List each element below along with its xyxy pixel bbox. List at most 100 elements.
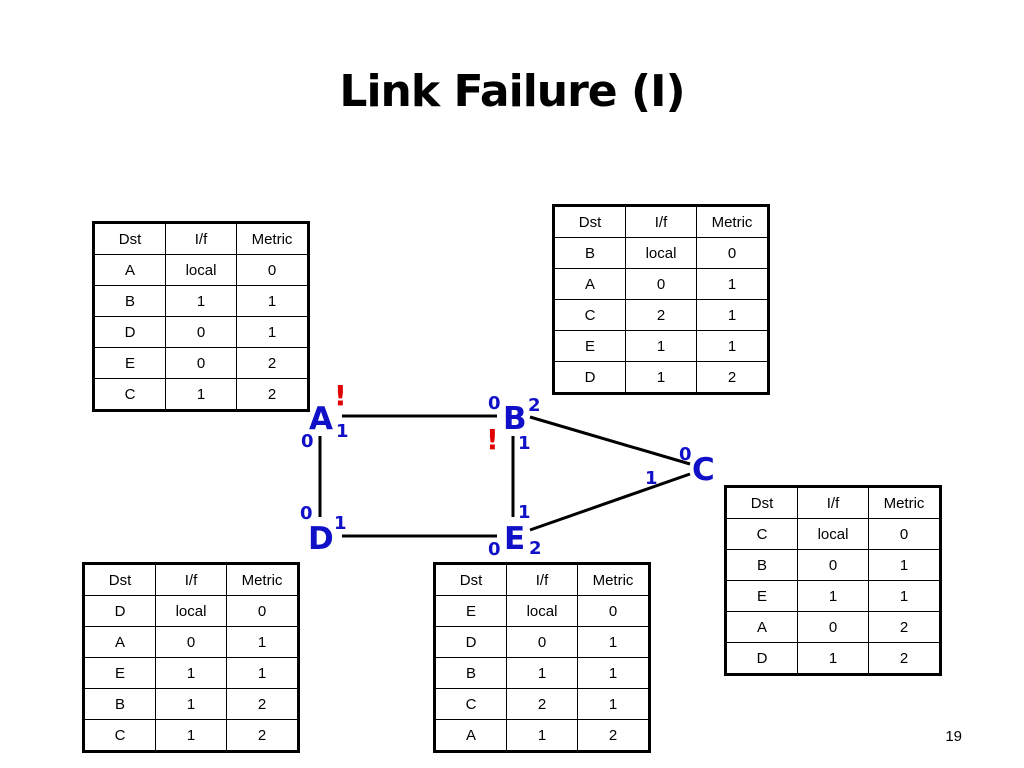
iface-c-0: 0 (679, 444, 692, 465)
table-c-row-cell: 1 (797, 580, 869, 612)
table-a-row-cell: local (165, 254, 237, 286)
table-a-row-cell: 2 (236, 378, 309, 411)
table-a-row-cell: B (93, 285, 166, 317)
table-e-row-cell: 2 (506, 688, 578, 720)
table-a-row-cell: 0 (236, 254, 309, 286)
table-a-row-cell: 1 (236, 316, 309, 348)
table-c-row-cell: 1 (797, 642, 869, 675)
table-a-header-cell: Metric (236, 222, 309, 255)
failure-mark-a: ! (334, 379, 347, 412)
iface-b-1: 1 (518, 433, 531, 454)
table-a-row-cell: 2 (236, 347, 309, 379)
table-b-row-cell: 1 (696, 330, 769, 362)
table-b-header-cell: I/f (625, 205, 697, 238)
table-b-row-cell: 0 (696, 237, 769, 269)
table-b-header-cell: Metric (696, 205, 769, 238)
table-c-row-cell: 1 (868, 549, 941, 581)
node-c: C (692, 452, 715, 488)
table-c-row-cell: 1 (868, 580, 941, 612)
table-a-row-cell: 1 (165, 285, 237, 317)
iface-e-2: 2 (529, 538, 542, 559)
iface-e-1: 1 (518, 502, 531, 523)
table-d-header-cell: Metric (226, 563, 299, 596)
table-d-row-cell: 0 (155, 626, 227, 658)
table-b-header-cell: Dst (553, 205, 626, 238)
table-a-row-cell: 1 (165, 378, 237, 411)
node-d: D (308, 521, 334, 557)
table-d-row-cell: C (83, 719, 156, 752)
iface-d-1: 1 (334, 513, 347, 534)
table-e-row-cell: 1 (506, 719, 578, 752)
table-d-row-cell: 1 (226, 657, 299, 689)
table-d-header-cell: I/f (155, 563, 227, 596)
table-a-row-cell: 0 (165, 316, 237, 348)
table-c-row-cell: local (797, 518, 869, 550)
table-d-row-cell: 1 (155, 657, 227, 689)
table-c-row-cell: 0 (797, 611, 869, 643)
table-a-row-cell: C (93, 378, 166, 411)
iface-a-1: 1 (336, 421, 349, 442)
table-e-row-cell: 1 (577, 626, 650, 658)
table-b-row-cell: 2 (696, 361, 769, 394)
table-c-header-cell: Metric (868, 486, 941, 519)
node-a: A (309, 401, 333, 437)
table-c-row-cell: E (725, 580, 798, 612)
table-c-row-cell: 0 (868, 518, 941, 550)
table-d-row-cell: D (83, 595, 156, 627)
iface-a-0: 0 (301, 431, 314, 452)
slide-title: Link Failure (I) (339, 66, 685, 117)
table-d-row-cell: 1 (155, 719, 227, 752)
table-c-row-cell: D (725, 642, 798, 675)
table-e-row-cell: B (434, 657, 507, 689)
table-d-row-cell: 2 (226, 719, 299, 752)
table-a-row-cell: E (93, 347, 166, 379)
table-e-row-cell: local (506, 595, 578, 627)
table-d-row-cell: B (83, 688, 156, 720)
table-e-row-cell: 2 (577, 719, 650, 752)
table-b-row-cell: local (625, 237, 697, 269)
failure-mark-b: ! (486, 423, 499, 456)
table-b-row-cell: B (553, 237, 626, 269)
link-e-c (529, 472, 691, 532)
page-number: 19 (945, 728, 962, 745)
node-e: E (504, 521, 525, 557)
node-b: B (503, 401, 527, 437)
iface-d-0: 0 (300, 503, 313, 524)
table-b-row-cell: E (553, 330, 626, 362)
iface-c-1: 1 (645, 468, 658, 489)
iface-b-2: 2 (528, 395, 541, 416)
table-e-row-cell: 1 (577, 657, 650, 689)
iface-b-0: 0 (488, 393, 501, 414)
iface-e-0: 0 (488, 539, 501, 560)
table-d-row-cell: 2 (226, 688, 299, 720)
table-e-row-cell: 1 (506, 657, 578, 689)
table-e-row-cell: 0 (506, 626, 578, 658)
table-d-row-cell: E (83, 657, 156, 689)
table-d-row-cell: 0 (226, 595, 299, 627)
